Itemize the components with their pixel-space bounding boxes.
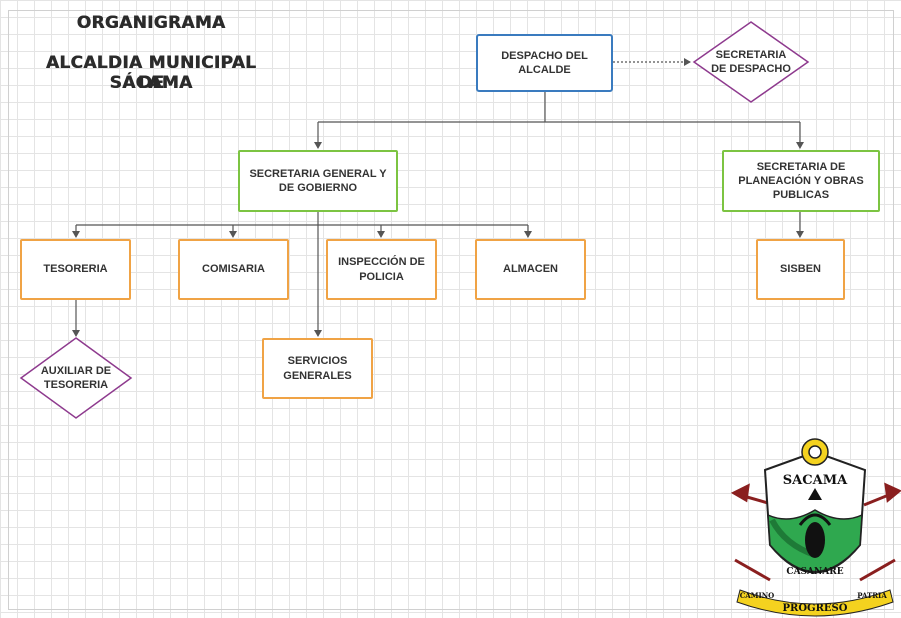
node-auxiliar-tesoreria-label: AUXILIAR DE TESORERIA bbox=[40, 364, 112, 391]
diamond-auxiliar-tesoreria bbox=[19, 337, 133, 419]
node-comisaria-label: COMISARIA bbox=[202, 263, 265, 276]
crest-ribbon-right: PATRIA bbox=[857, 591, 887, 600]
node-sisben-label: SISBEN bbox=[780, 263, 821, 276]
org-name-line2: SÁCAMA bbox=[109, 73, 193, 93]
node-secretaria-planeacion-label: SECRETARIA DE PLANEACIÓN Y OBRAS PUBLICA… bbox=[738, 160, 864, 202]
node-servicios-generales[interactable]: SERVICIOS GENERALES bbox=[262, 338, 373, 399]
crest-region-text: CASANARE bbox=[786, 567, 843, 577]
node-almacen-label: ALMACEN bbox=[503, 263, 558, 276]
crest-ribbon-left: CAMINO bbox=[740, 591, 775, 600]
crest-ribbon-center: PROGRESO bbox=[783, 603, 848, 614]
node-secretaria-planeacion[interactable]: SECRETARIA DE PLANEACIÓN Y OBRAS PUBLICA… bbox=[722, 150, 880, 212]
diamond-secretaria-despacho bbox=[692, 21, 810, 103]
node-despacho-alcalde[interactable]: DESPACHO DEL ALCALDE bbox=[476, 34, 613, 92]
node-comisaria[interactable]: COMISARIA bbox=[178, 239, 289, 300]
org-name-line1: ALCALDIA MUNICIPAL DE bbox=[45, 53, 257, 93]
node-despacho-alcalde-label: DESPACHO DEL ALCALDE bbox=[501, 49, 588, 76]
crest-top-text: SACAMA bbox=[783, 473, 848, 488]
node-servicios-generales-label: SERVICIOS GENERALES bbox=[283, 355, 352, 382]
node-almacen[interactable]: ALMACEN bbox=[475, 239, 586, 300]
node-sisben[interactable]: SISBEN bbox=[756, 239, 845, 300]
node-tesoreria-label: TESORERIA bbox=[43, 263, 108, 276]
node-secretaria-general-label: SECRETARIA GENERAL Y DE GOBIERNO bbox=[249, 167, 387, 194]
node-tesoreria[interactable]: TESORERIA bbox=[20, 239, 131, 300]
node-secretaria-despacho-label: SECRETARIA DE DESPACHO bbox=[711, 48, 791, 75]
diagram-canvas bbox=[8, 10, 894, 610]
node-inspeccion-policia-label: INSPECCIÓN DE POLICIA bbox=[338, 256, 425, 283]
node-inspeccion-policia[interactable]: INSPECCIÓN DE POLICIA bbox=[326, 239, 437, 300]
diagram-title: ORGANIGRAMA bbox=[76, 13, 226, 33]
node-secretaria-general[interactable]: SECRETARIA GENERAL Y DE GOBIERNO bbox=[238, 150, 398, 212]
